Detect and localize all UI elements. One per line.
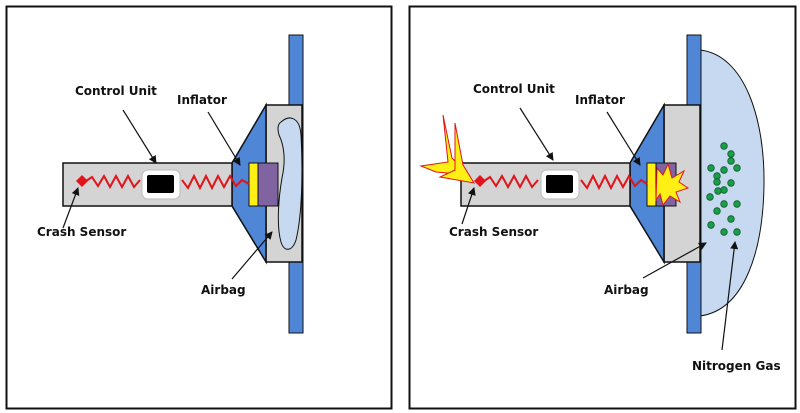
control-unit-chip xyxy=(147,175,174,193)
label-control-unit: Control Unit xyxy=(473,82,555,96)
arrow-crash-sensor xyxy=(461,187,476,225)
control-unit-chip xyxy=(546,175,573,193)
impact-flame-front xyxy=(438,122,476,184)
label-inflator: Inflator xyxy=(575,93,625,107)
inflator-igniter xyxy=(248,162,259,207)
gas-particle xyxy=(727,150,735,158)
gas-particle xyxy=(727,215,735,223)
label-airbag: Airbag xyxy=(201,283,246,297)
label-nitrogen-gas: Nitrogen Gas xyxy=(692,359,781,373)
gas-particle xyxy=(707,221,715,229)
crash-sensor xyxy=(76,175,88,187)
gas-particle xyxy=(720,186,728,194)
wire-control-to-inflator xyxy=(181,173,250,191)
gas-particle xyxy=(720,200,728,208)
gas-particle xyxy=(714,187,722,195)
gas-particle xyxy=(720,142,728,150)
label-crash-sensor: Crash Sensor xyxy=(449,225,538,239)
impact-flame-back xyxy=(419,114,471,176)
inflator-igniter xyxy=(646,162,657,207)
gas-particle xyxy=(727,157,735,165)
gas-particle xyxy=(733,228,741,236)
arrow-airbag xyxy=(231,231,273,280)
arrow-control-unit xyxy=(122,109,157,164)
gas-particle xyxy=(706,193,714,201)
gas-particle xyxy=(713,178,721,186)
explosion-burst xyxy=(655,162,690,207)
wire-sensor-to-control xyxy=(85,173,141,190)
gas-particle xyxy=(733,164,741,172)
arrow-crash-sensor xyxy=(62,187,80,229)
gas-particle xyxy=(720,228,728,236)
arrow-inflator xyxy=(606,111,641,166)
nitrogen-gas-particles xyxy=(706,142,741,236)
wire-sensor-to-control xyxy=(483,173,539,190)
panel-normal: Control Unit Inflator Crash Sensor Airba… xyxy=(5,5,393,410)
gas-particle xyxy=(713,207,721,215)
arrow-control-unit xyxy=(519,107,554,161)
label-control-unit: Control Unit xyxy=(75,84,157,98)
label-airbag: Airbag xyxy=(604,283,649,297)
arrow-inflator xyxy=(207,111,241,166)
crash-sensor xyxy=(474,175,486,187)
label-crash-sensor: Crash Sensor xyxy=(37,225,126,239)
panel-deployed: Control Unit Inflator Crash Sensor Airba… xyxy=(408,5,797,410)
gas-particle xyxy=(727,179,735,187)
airbag-folded xyxy=(277,117,303,250)
inflator-chamber xyxy=(257,162,279,207)
label-inflator: Inflator xyxy=(177,93,227,107)
gas-particle xyxy=(720,166,728,174)
gas-particle xyxy=(733,200,741,208)
arrow-nitrogen-gas xyxy=(721,241,739,351)
panel-frame xyxy=(5,5,393,410)
gas-particle xyxy=(707,164,715,172)
arrow-airbag xyxy=(642,242,707,279)
wire-control-to-inflator xyxy=(580,173,648,191)
